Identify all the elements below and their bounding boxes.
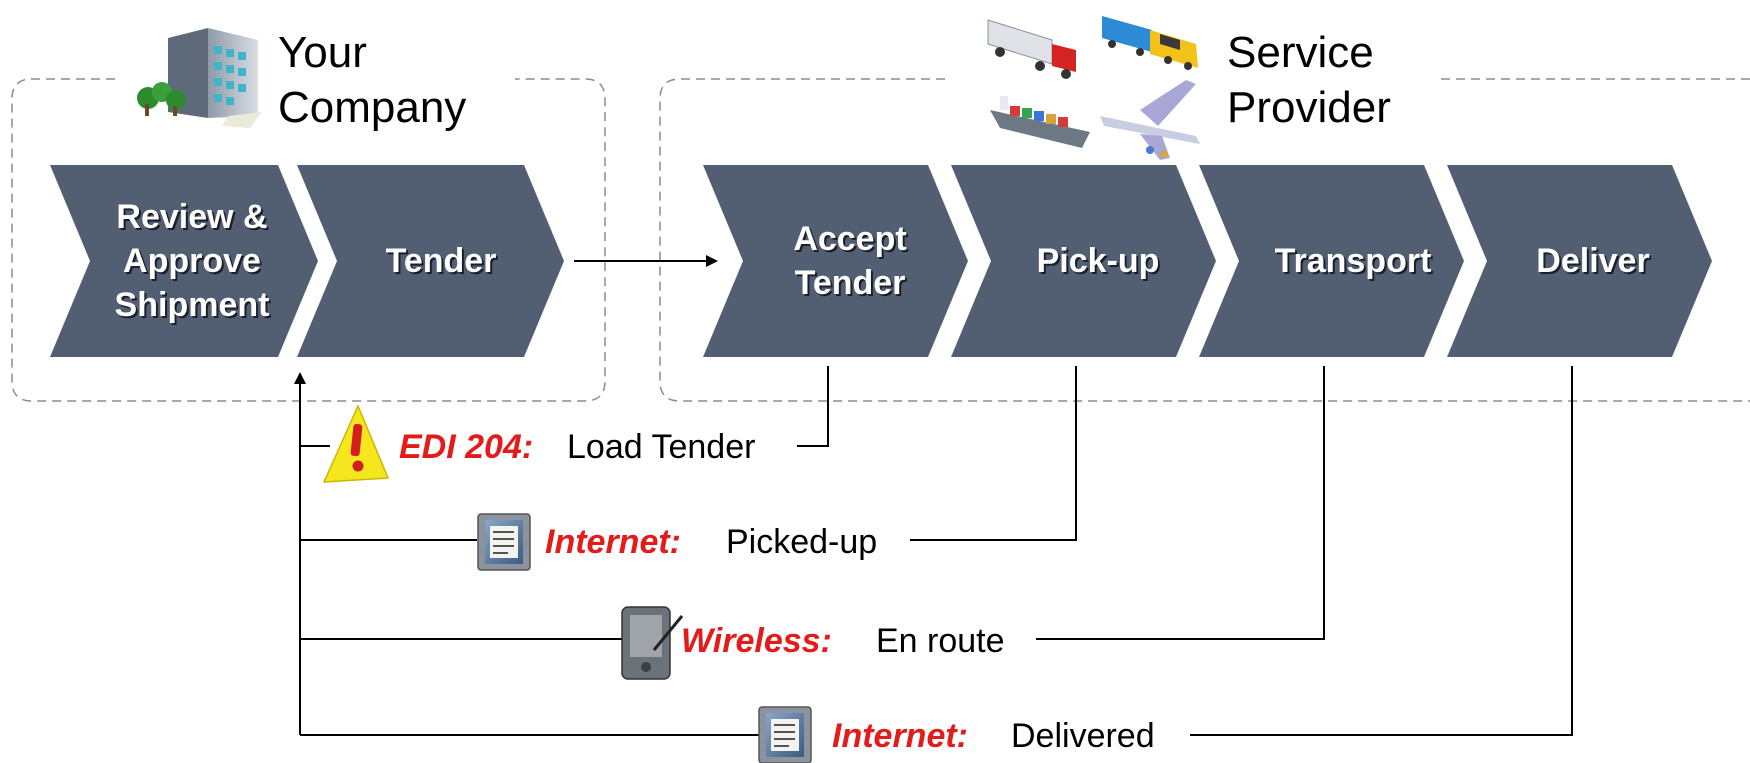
service-provider-title: Service Provider (1227, 28, 1391, 132)
step-label-approve: Approve (123, 242, 261, 280)
message-en-route: Wireless: En route (621, 606, 1005, 680)
service-provider-title-line1: Service (1227, 28, 1374, 77)
your-company-title-line1: Your (278, 28, 367, 77)
step-label-shipment: Shipment (115, 286, 270, 324)
channel-internet-delivered: Internet: (832, 717, 968, 755)
message-text-en-route: En route (876, 622, 1005, 660)
step-label-pick-up: Pick-up (1037, 242, 1160, 280)
message-text-load-tender: Load Tender (567, 428, 755, 466)
channel-internet-picked-up: Internet: (545, 523, 681, 561)
your-company-title: Your Company (278, 28, 466, 132)
ship-icon (990, 96, 1090, 148)
step-review-approve-shipment (50, 165, 318, 357)
step-label-shadow: Shipment (117, 288, 272, 326)
truck-icon (987, 19, 1076, 79)
step-pick-up (951, 165, 1216, 357)
load-tender-connector (797, 366, 829, 447)
message-text-picked-up: Picked-up (726, 523, 877, 561)
message-delivered: Internet: Delivered (758, 706, 1155, 763)
step-label-review: Review & (116, 198, 267, 236)
step-label-shadow: Deliver (1538, 244, 1651, 282)
web-page-icon (477, 513, 531, 571)
step-label-shadow: Tender (797, 266, 908, 304)
step-label-accept: Accept (793, 220, 906, 258)
service-provider-group-border (659, 78, 1750, 402)
channel-wireless: Wireless: (681, 622, 832, 660)
airplane-icon (1100, 80, 1200, 160)
message-picked-up: Internet: Picked-up (477, 513, 877, 571)
delivered-connector (1190, 366, 1573, 736)
en-route-connector (1036, 366, 1325, 640)
step-label-deliver: Deliver (1536, 242, 1649, 280)
message-text-delivered: Delivered (1011, 717, 1155, 755)
step-accept-tender (703, 165, 968, 357)
process-chevrons (50, 165, 1712, 357)
office-building-icon (137, 28, 262, 128)
train-icon (1102, 16, 1198, 70)
step-label-shadow: Pick-up (1039, 244, 1162, 282)
status-feedback-lines (294, 366, 1573, 736)
step-label-transport: Transport (1275, 242, 1432, 280)
picked-up-connector (910, 366, 1077, 541)
your-company-title-line2: Company (278, 83, 466, 132)
step-label-tender: Tender (386, 242, 497, 280)
step-transport (1199, 165, 1464, 357)
step-label-shadow: Tender (388, 244, 499, 282)
step-label-shadow: Transport (1277, 244, 1434, 282)
channel-edi-204: EDI 204: (399, 428, 533, 466)
your-company-group-border (11, 78, 606, 402)
web-page-icon (758, 706, 812, 763)
step-label-shadow: Accept (795, 222, 908, 260)
step-tender (297, 165, 564, 357)
step-label-accept-tender: Tender (795, 264, 906, 302)
step-label-shadow: Approve (125, 244, 263, 282)
chevron-labels: Review & Approve Shipment Review & Appro… (115, 198, 1652, 326)
pda-icon (621, 606, 684, 680)
message-load-tender: EDI 204: Load Tender (322, 404, 755, 483)
step-deliver (1447, 165, 1712, 357)
step-label-shadow: Review & (118, 200, 269, 238)
service-provider-title-line2: Provider (1227, 83, 1391, 132)
warning-icon (322, 404, 390, 483)
